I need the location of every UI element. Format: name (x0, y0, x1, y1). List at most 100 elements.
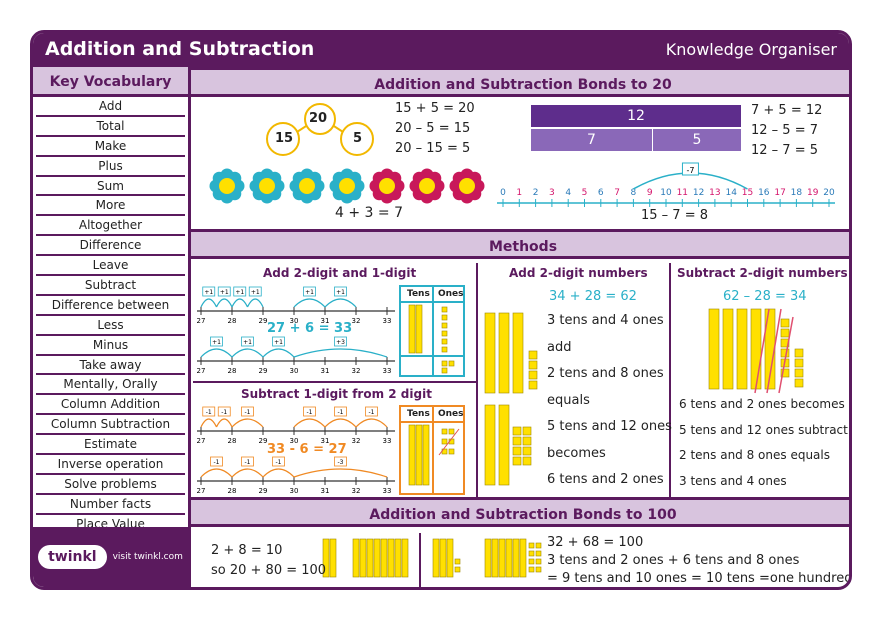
jump-arc (262, 348, 295, 358)
text-line: 7 + 5 = 12 (751, 103, 823, 118)
numberline-label: 8 (631, 188, 637, 198)
text-line: 2 tens and 8 ones equals (679, 448, 830, 462)
sub1-title: Subtract 1-digit from 2 digit (241, 387, 432, 401)
part-b-value: 5 (353, 131, 363, 146)
vocabulary-heading: Key Vocabulary (33, 67, 188, 97)
jump-arc (293, 298, 326, 308)
numberline-label: 12 (693, 188, 704, 198)
jump-label: +1 (220, 289, 229, 296)
pv-table-sub: Tens Ones (399, 405, 465, 495)
numberline-label: 5 (582, 188, 588, 198)
numberline-label: 0 (500, 188, 506, 198)
tick-label: 27 (197, 487, 206, 495)
pv-ones-label: Ones (438, 289, 464, 299)
jump-label: +1 (274, 339, 283, 346)
tick-label: 33 (383, 437, 392, 445)
logo-badge: twinkl (38, 545, 107, 569)
vocabulary-item: Take away (36, 356, 185, 376)
flower-counter (209, 168, 245, 204)
text-line: 5 tens and 12 ones subtract (679, 422, 848, 437)
tick-label: 29 (259, 437, 268, 445)
text-line: add (547, 339, 572, 355)
numberline-label: 13 (709, 188, 720, 198)
tick-label: 31 (321, 317, 330, 325)
jump-arc (293, 418, 326, 428)
numberline-label: 7 (614, 188, 620, 198)
vocabulary-item: Leave (36, 256, 185, 277)
numberline-label: 18 (791, 188, 803, 198)
vocabulary-item: Less (36, 316, 185, 336)
flower-counter (249, 168, 285, 204)
add2-sum: 34 + 28 = 62 (549, 289, 637, 304)
flower-counters (209, 168, 485, 204)
jump-label: +1 (336, 289, 345, 296)
jump-label: -7 (686, 166, 694, 175)
text-line: equals (547, 392, 590, 408)
add1-title: Add 2-digit and 1-digit (263, 266, 417, 280)
jump-arc (231, 418, 264, 428)
whole-circle (304, 103, 336, 135)
jump-label: +1 (204, 289, 213, 296)
page-subtitle: Knowledge Organiser (665, 40, 837, 59)
bar-whole: 12 (531, 105, 741, 127)
jump-label: -1 (245, 459, 251, 466)
bonds100-blocks-a (322, 538, 409, 578)
jump-label: -1 (369, 409, 375, 416)
tick-label: 28 (228, 367, 237, 375)
jump-arc (355, 418, 388, 428)
methods-heading: Methods (191, 229, 849, 259)
vocabulary-item: Number facts (36, 495, 185, 515)
jump-arc (293, 468, 388, 478)
jump-arc (324, 418, 357, 428)
vocabulary-item: Sum (36, 177, 185, 197)
text-line: 12 – 5 = 7 (751, 123, 819, 138)
text-line: becomes (547, 445, 606, 461)
tick-label: 27 (197, 317, 206, 325)
tick-label: 30 (290, 487, 299, 495)
vocabulary-item: Altogether (36, 216, 185, 237)
part-a-value: 15 (275, 131, 294, 146)
numberline-label: 3 (549, 188, 555, 198)
jump-label: +1 (235, 289, 244, 296)
title-bar: Addition and Subtraction Knowledge Organ… (33, 33, 849, 67)
jump-label: -1 (245, 409, 251, 416)
flower-counter (449, 168, 485, 204)
sub2-title: Subtract 2-digit numbers (677, 266, 848, 280)
text-line: 20 – 5 = 15 (395, 121, 471, 136)
vocabulary-item: Mentally, Orally (36, 375, 185, 396)
text-line: 2 tens and 8 ones (547, 366, 664, 381)
tick-label: 29 (259, 367, 268, 375)
twinkl-logo[interactable]: twinkl visit twinkl.com (33, 527, 188, 587)
jump-arc (200, 468, 233, 478)
numberline-label: 11 (677, 188, 688, 198)
jump-arc (262, 468, 295, 478)
text-line: so 20 + 80 = 100 (211, 563, 327, 578)
vocabulary-item: Estimate (36, 435, 185, 456)
jump-arc (215, 298, 233, 308)
text-line: 32 + 68 = 100 (547, 535, 644, 550)
bonds100-blocks-b (432, 538, 542, 578)
bonds20-heading: Addition and Subtraction Bonds to 20 (191, 67, 849, 97)
numberline-label: 4 (565, 188, 571, 198)
jump-label: -1 (338, 409, 344, 416)
numberline-label: 20 (823, 188, 835, 198)
tick-label: 31 (321, 487, 330, 495)
numberline-label: 2 (533, 188, 539, 198)
flower-counter (289, 168, 325, 204)
tick-label: 32 (352, 437, 361, 445)
jump-arc (231, 468, 264, 478)
pv-tens-label: Tens (407, 289, 430, 299)
jump-label: +3 (336, 339, 345, 346)
tick-label: 30 (290, 437, 299, 445)
pv-ones-label-sub: Ones (438, 409, 464, 419)
jump-label: +1 (243, 339, 252, 346)
numberline-label: 9 (647, 188, 653, 198)
numberline-label: 16 (758, 188, 770, 198)
numberline-label: 15 (742, 188, 753, 198)
vocabulary-item: Plus (36, 157, 185, 177)
text-line: 2 + 8 = 10 (211, 543, 283, 558)
